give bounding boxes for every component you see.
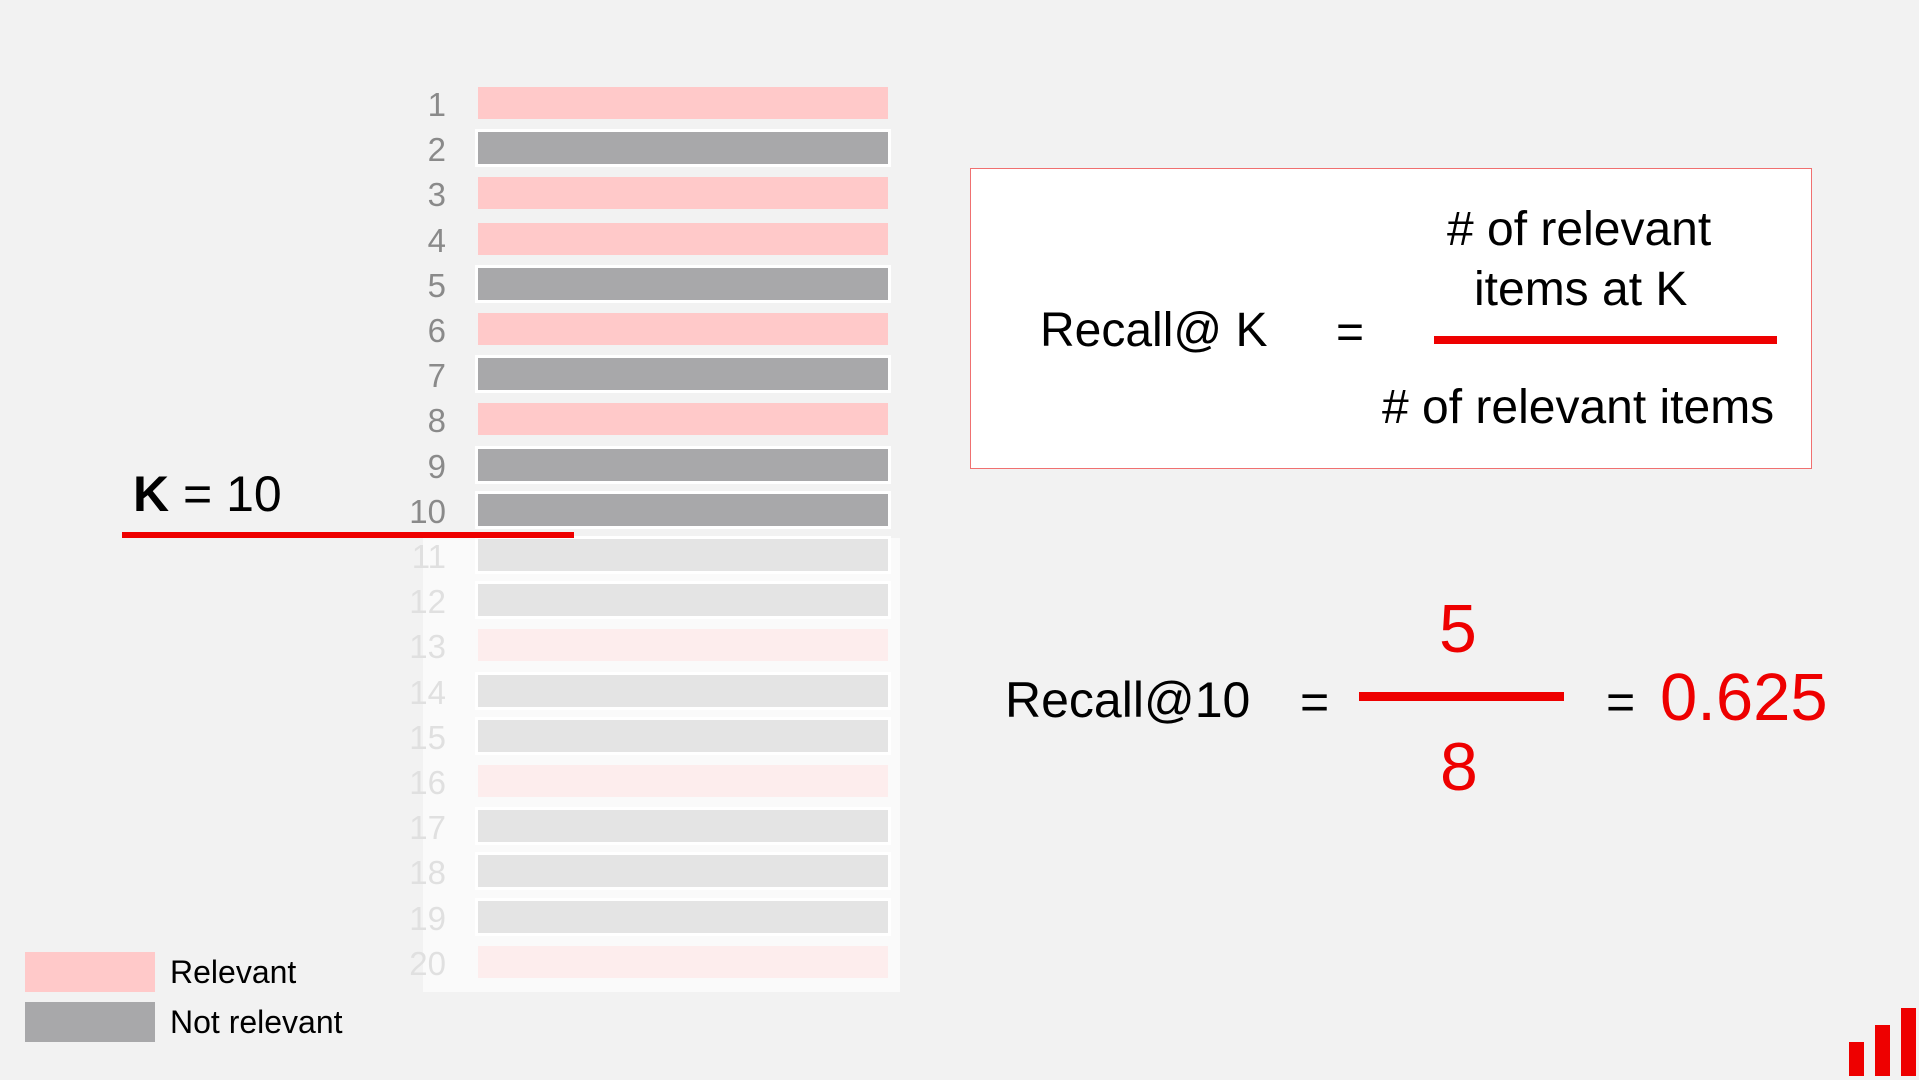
rank-label: 5 [427, 267, 446, 304]
rank-label: 14 [409, 674, 446, 711]
logo-bar-short [1849, 1042, 1864, 1076]
rank-label: 6 [427, 312, 446, 349]
rank-label: 12 [409, 583, 446, 620]
rank-bar-not-relevant [475, 672, 891, 710]
rank-bar-not-relevant [475, 898, 891, 936]
k-cutoff-line [122, 532, 574, 538]
logo-bar-medium [1875, 1025, 1890, 1076]
rank-label: 3 [427, 176, 446, 213]
rank-label: 11 [411, 538, 446, 575]
rank-bar-not-relevant [475, 491, 891, 529]
formula-numerator-line1: # of relevant [1447, 203, 1712, 256]
rank-label: 16 [409, 764, 446, 801]
legend-not-relevant-swatch [25, 1002, 155, 1042]
calc-fraction-line [1359, 692, 1564, 701]
rank-bar-relevant [478, 403, 888, 435]
k-value: 10 [226, 466, 282, 522]
rank-label: 19 [409, 900, 446, 937]
rank-bar-not-relevant [475, 807, 891, 845]
legend-relevant-swatch [25, 952, 155, 992]
rank-label: 9 [427, 448, 446, 485]
calc-equals-1: = [1300, 674, 1330, 730]
k-symbol: K [133, 466, 170, 522]
rank-bar-not-relevant [475, 717, 891, 755]
rank-bar-not-relevant [475, 265, 891, 303]
rank-bar-relevant [478, 946, 888, 978]
formula-lhs: Recall@ K [1040, 304, 1268, 357]
rank-label: 2 [427, 131, 446, 168]
rank-bar-relevant [478, 629, 888, 661]
rank-bar-not-relevant [475, 536, 891, 574]
rank-label: 4 [427, 222, 446, 259]
rank-label: 20 [409, 945, 446, 982]
formula-equals: = [1336, 306, 1365, 359]
rank-bar-relevant [478, 177, 888, 209]
k-equals: = [183, 466, 213, 522]
rank-bar-relevant [478, 765, 888, 797]
calc-result: 0.625 [1660, 660, 1828, 735]
rank-label: 17 [409, 809, 446, 846]
logo-bar-tall [1901, 1008, 1916, 1076]
rank-bar-not-relevant [475, 129, 891, 167]
calc-denominator: 8 [1440, 729, 1478, 805]
formula-numerator-line2: items at K [1474, 263, 1688, 316]
legend-not-relevant-label: Not relevant [170, 1004, 343, 1040]
formula-fraction-line [1434, 336, 1777, 344]
rank-label: 8 [427, 402, 446, 439]
rank-bar-not-relevant [475, 581, 891, 619]
legend-relevant-label: Relevant [170, 954, 297, 990]
rank-bar-relevant [478, 87, 888, 119]
rank-label: 7 [427, 357, 446, 394]
formula-box [970, 168, 1812, 469]
rank-bar-not-relevant [475, 446, 891, 484]
rank-label: 13 [409, 628, 446, 665]
rank-label: 10 [409, 493, 446, 530]
calc-numerator: 5 [1439, 591, 1477, 667]
calc-lhs: Recall@10 [1005, 672, 1251, 728]
rank-label: 1 [427, 86, 446, 123]
rank-bar-not-relevant [475, 852, 891, 890]
k-cutoff-label: K = 10 [133, 468, 282, 520]
calc-equals-2: = [1606, 674, 1636, 730]
rank-bar-relevant [478, 313, 888, 345]
rank-bar-not-relevant [475, 355, 891, 393]
rank-label: 15 [409, 719, 446, 756]
rank-label: 18 [409, 854, 446, 891]
formula-denominator: # of relevant items [1382, 381, 1775, 434]
rank-bar-relevant [478, 223, 888, 255]
